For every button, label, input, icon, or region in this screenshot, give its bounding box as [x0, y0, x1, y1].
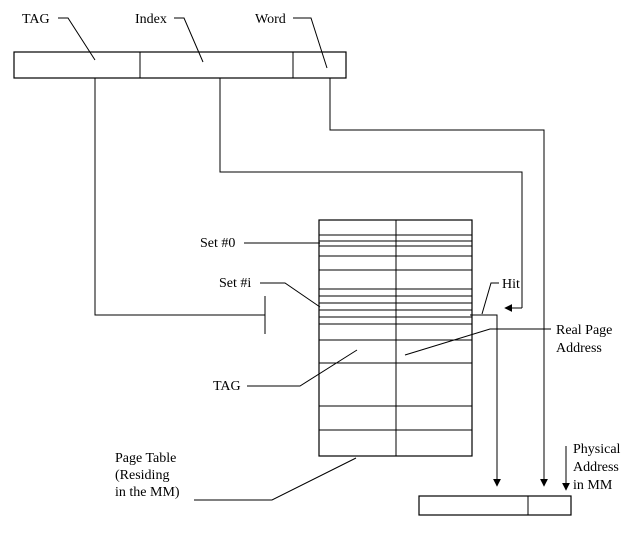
- real-page-address-leader: [404, 328, 551, 356]
- physical-address-label-line-1: Physical: [573, 442, 621, 457]
- tag-field-leader: [58, 17, 96, 61]
- page-table-caption-leader: [194, 457, 357, 501]
- page-table-tag-label: TAG: [213, 379, 241, 394]
- physical-address-label-line-3: in MM: [573, 478, 613, 493]
- index-field-leader: [174, 17, 204, 63]
- set-0-label: Set #0: [200, 236, 235, 251]
- real-page-address-label-line-2: Address: [556, 341, 602, 356]
- index-path-line: [219, 78, 523, 308]
- physical-address-box: [418, 495, 572, 516]
- virtual-address-register: [13, 51, 347, 79]
- physical-address-label-line-2: Address: [573, 460, 619, 475]
- set-i-label: Set #i: [219, 276, 251, 291]
- word-path-line: [329, 78, 548, 487]
- word-field-label: Word: [255, 12, 286, 27]
- real-page-address-label-line-1: Real Page: [556, 323, 612, 338]
- hit-leader: [481, 282, 499, 315]
- page-table-caption-line-3: in the MM): [115, 485, 180, 500]
- real-page-path-line: [470, 314, 501, 487]
- hit-label: Hit: [502, 277, 520, 292]
- page-table-tag-leader: [247, 349, 358, 387]
- page-table-caption-line-1: Page Table: [115, 451, 176, 466]
- word-field-leader: [293, 17, 328, 69]
- page-table: [318, 219, 473, 457]
- address-register-box: [13, 51, 347, 79]
- set-i-leader: [260, 282, 321, 308]
- tag-field-label: TAG: [22, 12, 50, 27]
- page-table-caption-line-2: (Residing: [115, 468, 169, 483]
- index-field-label: Index: [135, 12, 167, 27]
- physical-address-register: [418, 495, 572, 516]
- tag-path-line: [94, 78, 265, 316]
